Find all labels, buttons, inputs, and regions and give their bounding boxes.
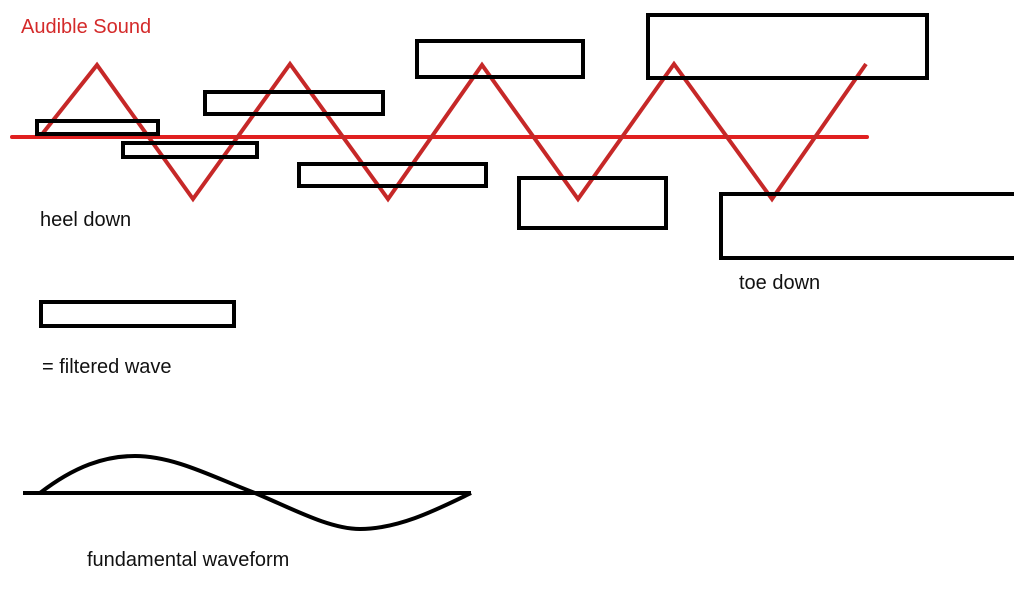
filtered-wave-box bbox=[415, 39, 585, 79]
audible-sound-wave bbox=[41, 60, 868, 203]
filtered-wave-box bbox=[517, 176, 668, 230]
filtered-wave-box bbox=[203, 90, 385, 116]
fundamental-sine-wave bbox=[38, 453, 472, 532]
filtered-wave-box bbox=[297, 162, 488, 188]
filtered-wave-box bbox=[719, 192, 1014, 260]
filtered-wave-box bbox=[646, 13, 929, 80]
toe-down-label: toe down bbox=[739, 272, 821, 294]
diagram-title: Audible Sound bbox=[21, 16, 152, 38]
legend-box bbox=[39, 300, 236, 328]
heel-down-label: heel down bbox=[40, 209, 132, 231]
filtered-wave-box bbox=[35, 119, 160, 136]
legend-label: = filtered wave bbox=[42, 356, 172, 378]
fundamental-label: fundamental waveform bbox=[87, 549, 290, 571]
filtered-wave-box bbox=[121, 141, 259, 159]
